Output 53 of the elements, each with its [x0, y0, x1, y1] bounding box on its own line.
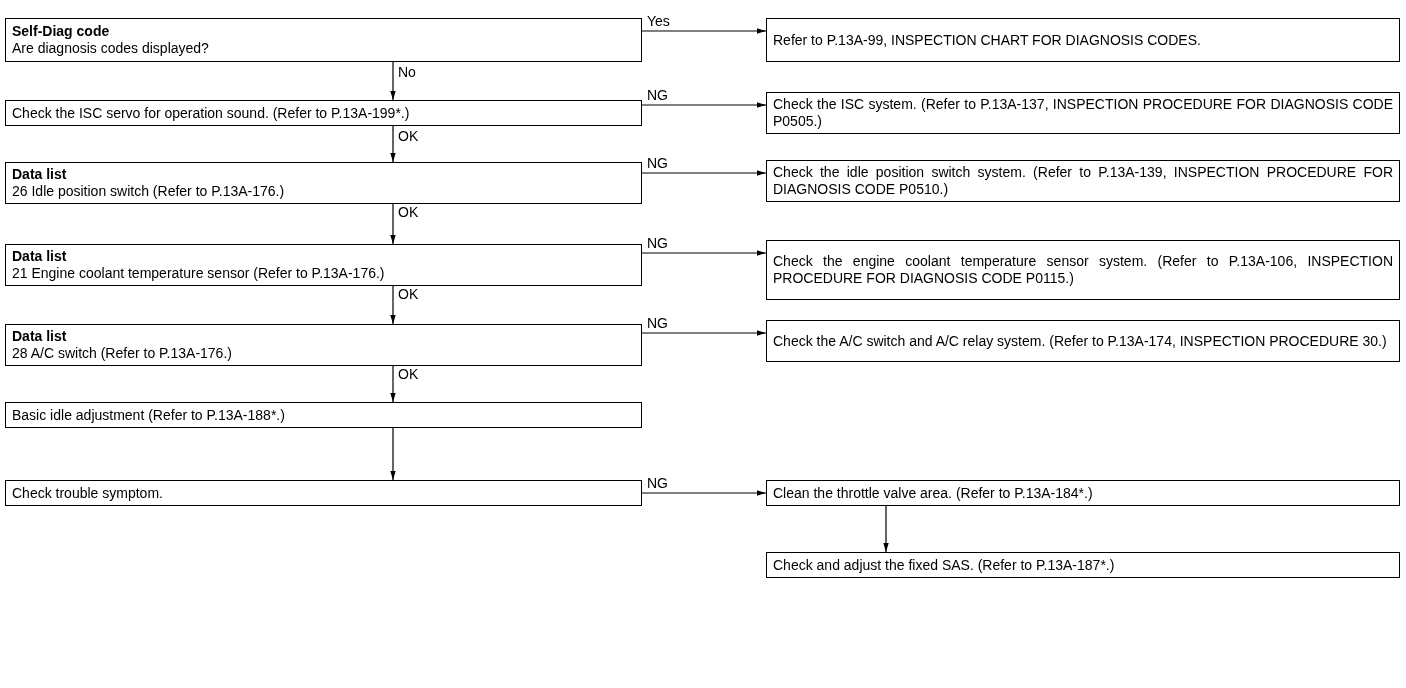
- box-text: Basic idle adjustment (Refer to P.13A-188*.): [12, 406, 286, 424]
- box-text: 26 Idle position switch (Refer to P.13A-176.): [12, 183, 286, 200]
- arrow: [641, 28, 767, 34]
- box-text: Refer to P.13A-99, INSPECTION CHART FOR DIAGNOSIS CODES.: [773, 31, 1202, 49]
- box-text: Are diagnosis codes displayed?: [12, 40, 210, 57]
- process-box: [766, 480, 1400, 506]
- process-box: [5, 480, 642, 506]
- edge-label: NG: [646, 235, 669, 251]
- edge-label: NG: [646, 315, 669, 331]
- box-text: 28 A/C switch (Refer to P.13A-176.): [12, 345, 233, 362]
- process-box: [5, 244, 642, 286]
- box-text: Check the A/C switch and A/C relay system. (Refer to P.13A-174, INSPECTION PROCEDURE 30.): [773, 332, 1388, 350]
- edge-label: NG: [646, 475, 669, 491]
- edge-label: Yes: [646, 13, 671, 29]
- edge-label: OK: [397, 204, 420, 220]
- arrow: [641, 490, 767, 496]
- box-heading: Data list: [12, 328, 68, 345]
- process-box: [5, 100, 642, 126]
- edge-label: No: [397, 64, 417, 80]
- box-heading: Data list: [12, 248, 68, 265]
- arrow: [390, 427, 396, 481]
- box-text: Check trouble symptom.: [12, 484, 164, 502]
- box-heading: Data list: [12, 166, 68, 183]
- process-box: [5, 18, 642, 62]
- box-text: Check the idle position switch system. (Refer to P.13A-139, INSPECTION PROCEDURE FOR DIAGNOSIS CODE P0510.): [773, 164, 1393, 198]
- edge-label: OK: [397, 286, 420, 302]
- edge-label: NG: [646, 87, 669, 103]
- process-box: [5, 324, 642, 366]
- box-text: Check the engine coolant temperature sensor system. (Refer to P.13A-106, INSPECTION PROCEDURE FOR DIAGNOSIS CODE P0115.): [773, 253, 1393, 287]
- process-box: [5, 162, 642, 204]
- box-heading: Self-Diag code: [12, 23, 111, 40]
- edge-label: NG: [646, 155, 669, 171]
- process-box: [766, 18, 1400, 62]
- process-box: [766, 552, 1400, 578]
- arrow: [883, 505, 889, 553]
- box-text: Check the ISC system. (Refer to P.13A-137, INSPECTION PROCEDURE FOR DIAGNOSIS CODE P0505.): [773, 96, 1393, 130]
- process-box: [766, 240, 1400, 300]
- arrow: [641, 170, 767, 176]
- process-box: [766, 92, 1400, 134]
- arrow: [390, 61, 396, 101]
- edge-label: OK: [397, 128, 420, 144]
- arrow: [390, 125, 396, 163]
- box-text: 21 Engine coolant temperature sensor (Refer to P.13A-176.): [12, 265, 386, 282]
- process-box: [766, 160, 1400, 202]
- box-text: Check the ISC servo for operation sound. (Refer to P.13A-199*.): [12, 104, 411, 122]
- process-box: [766, 320, 1400, 362]
- arrow: [641, 330, 767, 336]
- edge-label: OK: [397, 366, 420, 382]
- box-text: Check and adjust the fixed SAS. (Refer to P.13A-187*.): [773, 556, 1116, 574]
- process-box: [5, 402, 642, 428]
- arrow: [641, 250, 767, 256]
- arrow: [641, 102, 767, 108]
- box-text: Clean the throttle valve area. (Refer to P.13A-184*.): [773, 484, 1094, 502]
